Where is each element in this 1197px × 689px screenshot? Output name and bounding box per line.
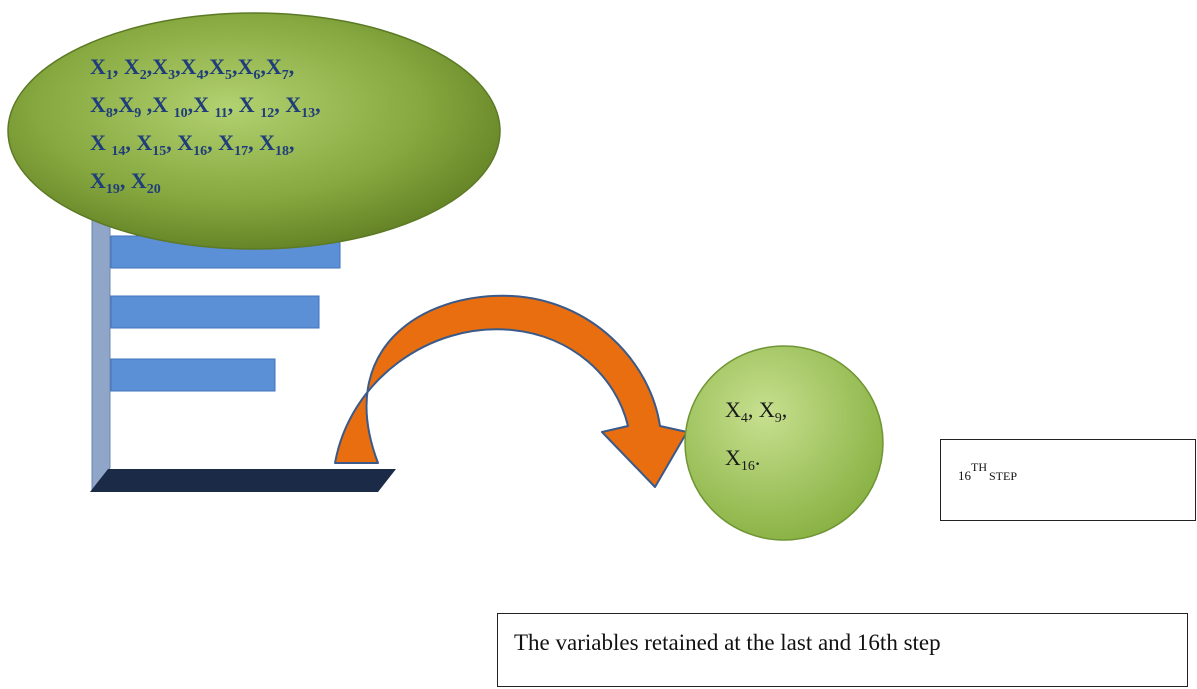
ellipse-variable-token: X xyxy=(90,168,106,193)
ellipse-variable-subscript: 2 xyxy=(139,68,147,83)
ellipse-variable-token: , X xyxy=(248,130,275,155)
ellipse-variable-subscript: 8 xyxy=(105,106,113,121)
result-variables-text: X4, X9,X16. xyxy=(725,388,865,484)
ellipse-variable-subscript: 12 xyxy=(260,106,275,121)
ellipse-variable-subscript: 19 xyxy=(105,182,120,197)
ellipse-variable-subscript: 6 xyxy=(253,68,261,83)
result-variable-token: , X xyxy=(747,397,775,422)
result-variable-token: . xyxy=(754,445,761,470)
result-variable-line: X4, X9, xyxy=(725,388,865,436)
ellipse-variable-subscript: 16 xyxy=(193,144,208,159)
variables-ellipse xyxy=(7,12,501,250)
step-number: 16 xyxy=(958,468,971,483)
ellipse-variable-subscript: 20 xyxy=(146,182,161,197)
ellipse-variable-token: ,X xyxy=(260,54,282,79)
result-variable-token: X xyxy=(725,445,741,470)
ellipse-variable-subscript: 13 xyxy=(301,106,316,121)
ellipse-variable-token: , X xyxy=(207,130,235,155)
ellipse-variable-subscript: 1 xyxy=(105,68,113,83)
ellipse-variable-token: , xyxy=(288,54,295,79)
ellipse-variable-subscript: 17 xyxy=(234,144,249,159)
result-variable-line: X16. xyxy=(725,436,865,484)
bar-3 xyxy=(110,358,276,392)
result-variable-token: , xyxy=(781,397,788,422)
ellipse-variable-token: ,X xyxy=(203,54,225,79)
result-variable-token: X xyxy=(725,397,741,422)
caption-box: The variables retained at the last and 1… xyxy=(497,613,1188,687)
ellipse-variable-line: X1, X2,X3,X4,X5,X6,X7, xyxy=(90,50,435,88)
result-variable-subscript: 9 xyxy=(774,411,782,426)
chart-axis-vertical xyxy=(91,209,111,492)
ellipse-variable-token: ,X xyxy=(141,92,174,117)
ellipse-variable-token: ,X xyxy=(187,92,215,117)
ellipse-variable-token: X xyxy=(90,54,106,79)
ellipse-variable-token: X xyxy=(90,130,112,155)
step-superscript: TH xyxy=(971,460,987,474)
ellipse-variable-token: , X xyxy=(125,130,153,155)
ellipse-variable-subscript: 11 xyxy=(214,106,228,121)
ellipse-variable-token: , X xyxy=(227,92,261,117)
chart-base xyxy=(90,469,396,492)
ellipse-variable-token: , X xyxy=(274,92,302,117)
caption-text: The variables retained at the last and 1… xyxy=(514,630,941,655)
ellipse-variable-subscript: 4 xyxy=(196,68,204,83)
ellipse-variable-token: ,X xyxy=(175,54,197,79)
ellipse-variable-token: ,X xyxy=(231,54,254,79)
ellipse-variable-token: ,X xyxy=(112,92,135,117)
result-circle xyxy=(684,345,884,541)
bar-2 xyxy=(110,295,320,329)
ellipse-variable-subscript: 15 xyxy=(152,144,167,159)
ellipse-variable-subscript: 10 xyxy=(173,106,188,121)
ellipse-variable-line: X8,X9 ,X 10,X 11, X 12, X13, xyxy=(90,88,435,126)
ellipse-variable-subscript: 5 xyxy=(224,68,232,83)
step-box: 16THSTEP xyxy=(940,439,1196,521)
ellipse-variable-subscript: 14 xyxy=(111,144,126,159)
step-word: STEP xyxy=(989,469,1018,483)
ellipse-variable-line: X19, X20 xyxy=(90,164,435,202)
ellipse-variable-line: X 14, X15, X16, X17, X18, xyxy=(90,126,435,164)
ellipse-variable-token: , xyxy=(315,92,321,117)
ellipse-variable-subscript: 18 xyxy=(274,144,289,159)
ellipse-variable-token: , xyxy=(288,130,295,155)
ellipse-variable-subscript: 9 xyxy=(134,106,142,121)
ellipse-variable-token: , X xyxy=(112,54,140,79)
ellipse-variable-subscript: 7 xyxy=(281,68,289,83)
result-variable-subscript: 16 xyxy=(740,459,755,474)
ellipse-variable-token: ,X xyxy=(146,54,169,79)
step-label: 16THSTEP xyxy=(958,460,1018,485)
ellipse-variable-token: , X xyxy=(119,168,147,193)
ellipse-variable-token: X xyxy=(90,92,106,117)
curved-arrow-icon xyxy=(334,294,688,488)
result-variable-subscript: 4 xyxy=(740,411,748,426)
ellipse-variables-text: X1, X2,X3,X4,X5,X6,X7,X8,X9 ,X 10,X 11, … xyxy=(90,50,435,202)
ellipse-variable-token: , X xyxy=(166,130,194,155)
ellipse-variable-subscript: 3 xyxy=(168,68,176,83)
